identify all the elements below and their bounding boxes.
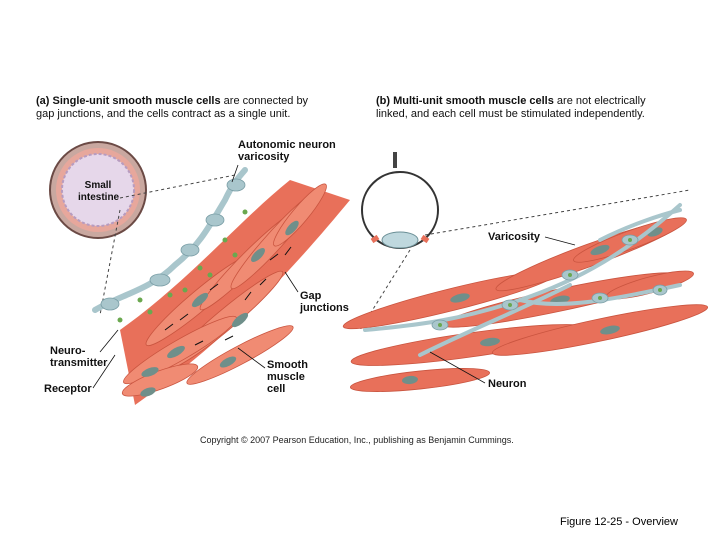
label-autonomic-line2: varicosity [238,151,336,163]
figure-caption: Figure 12-25 - Overview [560,516,678,528]
panel-a-heading: Single-unit smooth muscle cells [53,95,221,107]
panel-b-heading: Multi-unit smooth muscle cells [393,95,554,107]
label-small-intestine: Small intestine [78,180,118,204]
label-receptor: Receptor [44,383,92,395]
label-neuron: Neuron [488,378,527,390]
eye-cross-section [362,152,438,248]
panel-b-letter: (b) [376,95,390,107]
label-small-intestine-line2: intestine [78,192,118,204]
label-smooth-muscle-cell: Smooth muscle cell [267,359,308,395]
label-small-intestine-line1: Small [78,180,118,192]
panel-b-description: (b) Multi-unit smooth muscle cells are n… [376,95,656,121]
label-varicosity: Varicosity [488,231,540,243]
label-gap-line2: junctions [300,302,349,314]
label-gap-line1: Gap [300,290,349,302]
label-smooth-line2: muscle [267,371,308,383]
panel-a-letter: (a) [36,95,49,107]
label-smooth-line3: cell [267,383,308,395]
label-autonomic-neuron-varicosity: Autonomic neuron varicosity [238,139,336,163]
label-neurotransmitter: Neuro- transmitter [50,345,107,369]
copyright-notice: Copyright © 2007 Pearson Education, Inc.… [200,435,514,445]
label-neuro-line2: transmitter [50,357,107,369]
label-neuro-line1: Neuro- [50,345,107,357]
label-autonomic-line1: Autonomic neuron [238,139,336,151]
label-gap-junctions: Gap junctions [300,290,349,314]
label-smooth-line1: Smooth [267,359,308,371]
panel-a-description: (a) Single-unit smooth muscle cells are … [36,95,326,121]
